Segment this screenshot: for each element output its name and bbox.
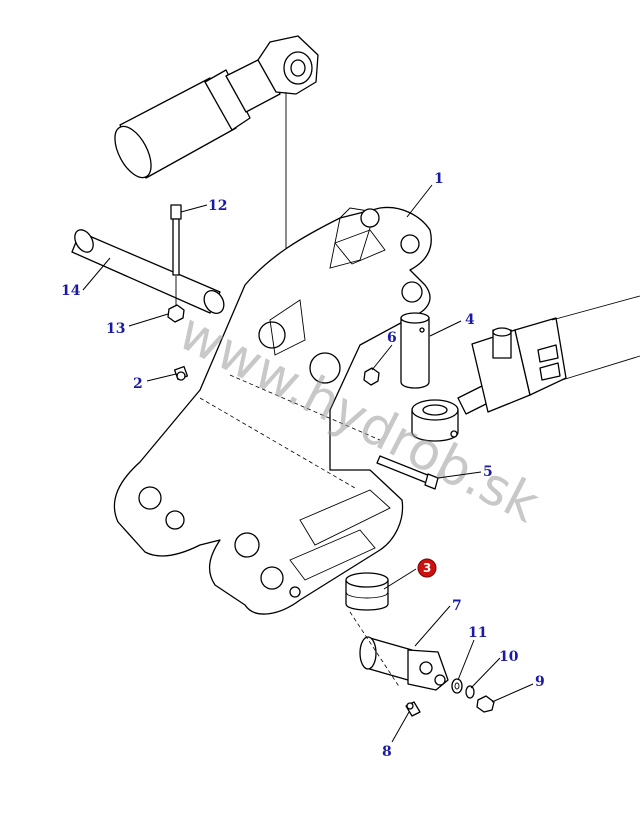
callout-1[interactable]: 1 (434, 171, 444, 187)
collar (411, 399, 459, 442)
callout-12[interactable]: 12 (208, 198, 227, 214)
callout-6[interactable]: 6 (387, 330, 397, 346)
bolt-9 (476, 695, 495, 713)
boom-cylinder (114, 35, 319, 412)
bolt-12 (170, 204, 182, 306)
pin-7 (349, 611, 449, 691)
grease-fitting-8 (405, 701, 421, 717)
grease-fitting-2 (173, 365, 189, 381)
leader-lines (82, 184, 534, 743)
pin-14 (71, 229, 225, 314)
nut-6 (363, 367, 380, 386)
callout-3[interactable]: 3 (423, 561, 431, 575)
callout-9[interactable]: 9 (535, 674, 545, 690)
callout-7[interactable]: 7 (452, 598, 462, 614)
nut-13 (167, 304, 185, 323)
callout-14[interactable]: 14 (61, 283, 81, 299)
callout-8[interactable]: 8 (382, 744, 392, 760)
swing-cylinder (457, 295, 641, 415)
bolt-5 (376, 455, 439, 490)
callout-4[interactable]: 4 (465, 312, 475, 328)
callout-5[interactable]: 5 (483, 464, 493, 480)
callout-2[interactable]: 2 (133, 376, 143, 392)
callout-13[interactable]: 13 (106, 321, 125, 337)
callout-labels: 1 2 3 4 5 6 7 8 9 10 11 12 13 14 (61, 171, 545, 760)
bracket-1 (113, 206, 432, 615)
washer-11 (451, 678, 463, 694)
highlight-marker (417, 558, 437, 578)
callout-10[interactable]: 10 (499, 649, 519, 665)
bushing-3 (345, 572, 389, 611)
washer-10 (465, 685, 475, 699)
pin-4 (400, 312, 430, 389)
callout-11[interactable]: 11 (468, 625, 487, 641)
